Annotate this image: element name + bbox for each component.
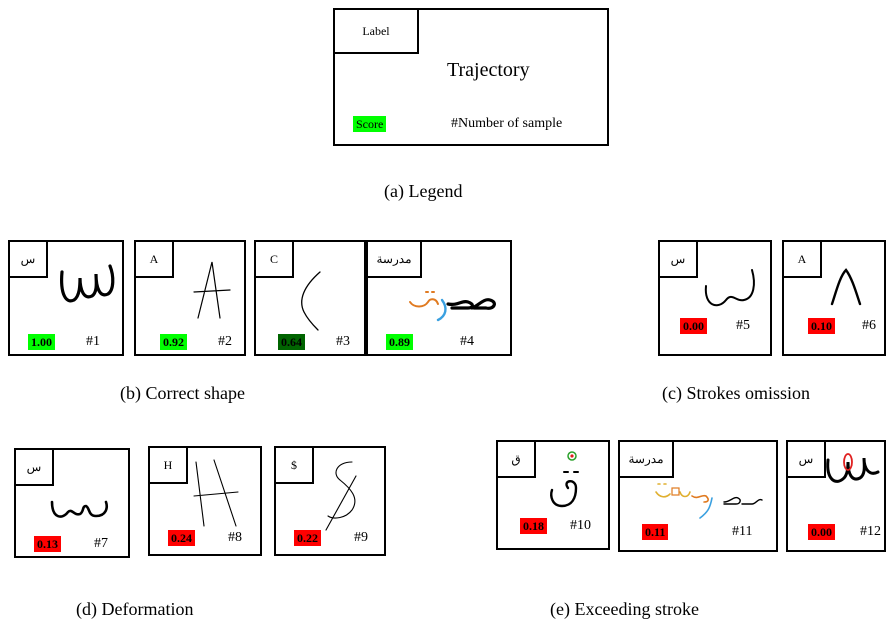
sample-number: #7 — [94, 536, 108, 551]
sample-number: #8 — [228, 530, 242, 545]
trajectory-5 — [704, 269, 755, 307]
sample-3: C 0.64 #3 — [254, 240, 366, 356]
legend-label-box: Label — [333, 8, 419, 54]
sample-number: #3 — [336, 334, 350, 349]
caption-c: (c) Strokes omission — [662, 383, 810, 403]
sample-label: A — [782, 240, 822, 278]
sample-number: #10 — [570, 518, 591, 533]
sample-label: C — [254, 240, 294, 278]
sample-6: A 0.10 #6 — [782, 240, 886, 356]
sample-8: H 0.24 #8 — [148, 446, 262, 556]
legend-trajectory: Trajectory — [447, 59, 530, 81]
trajectory-12 — [826, 453, 880, 483]
caption-b: (b) Correct shape — [120, 383, 245, 403]
sample-score: 0.00 — [680, 318, 707, 334]
sample-label: س — [8, 240, 48, 278]
trajectory-3 — [301, 271, 321, 331]
sample-7: س 0.13 #7 — [14, 448, 130, 558]
sample-number: #5 — [736, 318, 750, 333]
sample-9: $ 0.22 #9 — [274, 446, 386, 556]
sample-label: $ — [274, 446, 314, 484]
sample-score: 0.18 — [520, 518, 547, 534]
sample-score: 1.00 — [28, 334, 55, 350]
trajectory-1 — [60, 264, 115, 303]
sample-number: #9 — [354, 530, 368, 545]
sample-4: مدرسة 0.89 #4 — [366, 240, 512, 356]
sample-score: 0.64 — [278, 334, 305, 350]
sample-number: #6 — [862, 318, 876, 333]
legend-caption: (a) Legend — [384, 181, 463, 201]
sample-label: مدرسة — [366, 240, 422, 278]
sample-score: 0.92 — [160, 334, 187, 350]
trajectory-10 — [550, 451, 579, 508]
sample-number: #4 — [460, 334, 474, 349]
sample-score: 0.00 — [808, 524, 835, 540]
sample-score: 0.89 — [386, 334, 413, 350]
sample-label: س — [14, 448, 54, 486]
legend-box: Label Trajectory Score #Number of sample — [333, 8, 609, 146]
sample-score: 0.10 — [808, 318, 835, 334]
trajectory-9 — [325, 461, 357, 531]
sample-score: 0.22 — [294, 530, 321, 546]
sample-12: س 0.00 #12 — [786, 440, 886, 552]
trajectory-7 — [50, 500, 108, 518]
sample-label: س — [658, 240, 698, 278]
sample-2: A 0.92 #2 — [134, 240, 246, 356]
sample-label: H — [148, 446, 188, 484]
sample-5: س 0.00 #5 — [658, 240, 772, 356]
sample-label: A — [134, 240, 174, 278]
sample-label: ق — [496, 440, 536, 478]
sample-score: 0.11 — [642, 524, 669, 540]
trajectory-11 — [655, 483, 763, 519]
sample-number: #2 — [218, 334, 232, 349]
sample-score: 0.13 — [34, 536, 61, 552]
sample-10: ق 0.18 #10 — [496, 440, 610, 550]
sample-score: 0.24 — [168, 530, 195, 546]
trajectory-4 — [409, 291, 496, 322]
sample-label: س — [786, 440, 826, 478]
sample-number: #1 — [86, 334, 100, 349]
trajectory-2 — [193, 261, 231, 319]
trajectory-6 — [830, 268, 862, 306]
trajectory-8 — [193, 459, 239, 527]
sample-number: #12 — [860, 524, 881, 539]
sample-number: #11 — [732, 524, 753, 539]
legend-score: Score — [353, 116, 387, 132]
sample-11: مدرسة 0.11 #11 — [618, 440, 778, 552]
legend-number: #Number of sample — [451, 116, 563, 131]
caption-d: (d) Deformation — [76, 599, 194, 619]
caption-e: (e) Exceeding stroke — [550, 599, 699, 619]
sample-label: مدرسة — [618, 440, 674, 478]
sample-1: س 1.00 #1 — [8, 240, 124, 356]
